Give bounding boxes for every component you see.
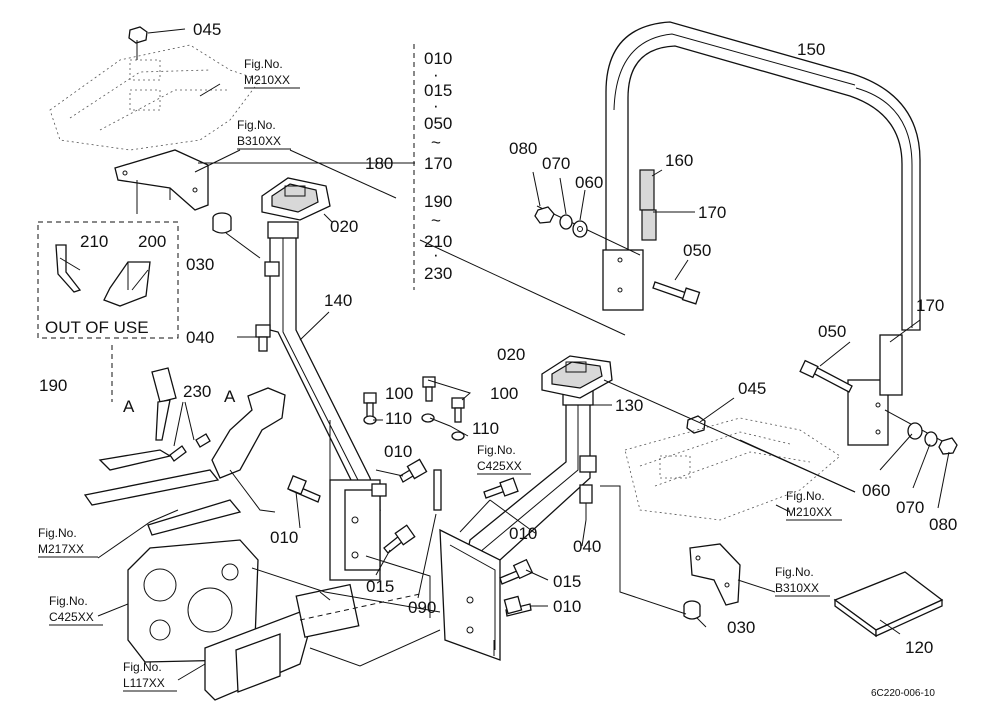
label-210-column: 210 xyxy=(424,232,452,251)
label-230-column: 230 xyxy=(424,264,452,283)
fig-ref-b310-right: B310XX xyxy=(775,581,819,595)
label-190-column: 190 xyxy=(424,192,452,211)
label-050-upper: 050 xyxy=(683,241,711,260)
label-010-column: 010 xyxy=(424,49,452,68)
label-200-box: 200 xyxy=(138,232,166,251)
hardware-lower-set xyxy=(884,409,958,455)
label-020-right: 020 xyxy=(497,345,525,364)
svg-text:~: ~ xyxy=(431,211,441,230)
fig-ref-c425-left: C425XX xyxy=(49,610,94,624)
letter-a-right: A xyxy=(224,387,236,406)
label-015-mid: 015 xyxy=(366,577,394,596)
fig-prefix-b310-right: Fig.No. xyxy=(775,565,814,579)
fender-right xyxy=(624,417,841,521)
damper-030-top xyxy=(212,212,232,234)
manual-120 xyxy=(833,571,944,638)
fig-ref-l117: L117XX xyxy=(123,676,165,690)
cover-020-right xyxy=(541,355,613,399)
leader-lines xyxy=(59,28,950,681)
label-090: 090 xyxy=(408,598,436,617)
label-170-column: 170 xyxy=(424,154,452,173)
label-010-lower: 010 xyxy=(553,597,581,616)
fig-prefix-c425-mid: Fig.No. xyxy=(477,443,516,457)
label-030-bottom: 030 xyxy=(727,618,755,637)
label-070-upper: 070 xyxy=(542,154,570,173)
label-020-top: 020 xyxy=(330,217,358,236)
fig-prefix-m210-right: Fig.No. xyxy=(786,489,825,503)
fig-ref-m210-top: M210XX xyxy=(244,73,290,87)
letter-a-left: A xyxy=(123,397,135,416)
label-180: 180 xyxy=(365,154,393,173)
fig-ref-m210-right: M210XX xyxy=(786,505,832,519)
label-040-left: 040 xyxy=(186,328,214,347)
label-080-lower: 080 xyxy=(929,515,957,534)
part-labels: 045 150 010 · 015 · 050 ~ 170 190 ~ 210 … xyxy=(39,20,957,657)
label-050-column: 050 xyxy=(424,114,452,133)
figure-references: Fig.No. M210XX Fig.No. B310XX Fig.No. C4… xyxy=(38,57,842,692)
label-100-b: 100 xyxy=(490,384,518,403)
label-190-left: 190 xyxy=(39,376,67,395)
out-of-use-box xyxy=(37,221,179,339)
label-060-upper: 060 xyxy=(575,173,603,192)
seatbelt-assy-190 xyxy=(83,345,286,536)
fig-prefix-l117: Fig.No. xyxy=(123,660,162,674)
cover-020-top xyxy=(261,177,331,221)
fig-prefix-m210-top: Fig.No. xyxy=(244,57,283,71)
label-150: 150 xyxy=(797,40,825,59)
label-120: 120 xyxy=(905,638,933,657)
label-010-mid: 010 xyxy=(384,442,412,461)
rops-post-140 xyxy=(264,221,387,581)
label-170-upper: 170 xyxy=(698,203,726,222)
bolt-040-left xyxy=(255,324,271,352)
fig-ref-c425-mid: C425XX xyxy=(477,459,522,473)
bolts-100 xyxy=(363,376,465,441)
label-110-b: 110 xyxy=(472,419,499,438)
label-080-upper: 080 xyxy=(509,139,537,158)
svg-text:·: · xyxy=(433,245,439,264)
bracket-right xyxy=(689,543,741,606)
bracket-upper-left xyxy=(114,149,209,211)
fender-upper-left xyxy=(49,40,261,151)
nut-045-top xyxy=(128,26,148,44)
label-100-a: 100 xyxy=(385,384,413,403)
hitch-bracket xyxy=(204,583,421,701)
label-170-right: 170 xyxy=(916,296,944,315)
label-140: 140 xyxy=(324,291,352,310)
label-015-right: 015 xyxy=(553,572,581,591)
label-070-lower: 070 xyxy=(896,498,924,517)
label-050-right: 050 xyxy=(818,322,846,341)
out-of-use-label: OUT OF USE xyxy=(45,318,149,337)
label-160: 160 xyxy=(665,151,693,170)
rops-post-130 xyxy=(439,389,597,661)
bolts-010-015 xyxy=(287,458,593,617)
svg-text:·: · xyxy=(433,96,439,115)
label-130: 130 xyxy=(615,396,643,415)
drawing-code: 6C220-006-10 xyxy=(871,688,935,699)
label-010-bottom: 010 xyxy=(509,524,537,543)
rops-frame-150 xyxy=(602,21,921,446)
label-060-lower: 060 xyxy=(862,481,890,500)
bolt-050-upper xyxy=(652,281,701,305)
label-010-left: 010 xyxy=(270,528,298,547)
hardware-upper-set xyxy=(534,205,641,256)
label-210-box: 210 xyxy=(80,232,108,251)
label-015-column: 015 xyxy=(424,81,452,100)
label-110-a: 110 xyxy=(385,409,412,428)
label-045-top: 045 xyxy=(193,20,221,39)
label-030-top: 030 xyxy=(186,255,214,274)
label-040-right: 040 xyxy=(573,537,601,556)
svg-text:·: · xyxy=(433,65,439,84)
fig-prefix-b310-top: Fig.No. xyxy=(237,118,276,132)
fig-prefix-m217: Fig.No. xyxy=(38,526,77,540)
fig-ref-b310-top: B310XX xyxy=(237,134,281,148)
fig-ref-m217: M217XX xyxy=(38,542,84,556)
damper-030-bottom xyxy=(683,600,701,620)
fig-prefix-c425-left: Fig.No. xyxy=(49,594,88,608)
label-045-right: 045 xyxy=(738,379,766,398)
svg-text:~: ~ xyxy=(431,133,441,152)
bolt-050-lower xyxy=(799,359,853,393)
nut-045-right xyxy=(686,415,706,434)
label-230-left: 230 xyxy=(183,382,211,401)
